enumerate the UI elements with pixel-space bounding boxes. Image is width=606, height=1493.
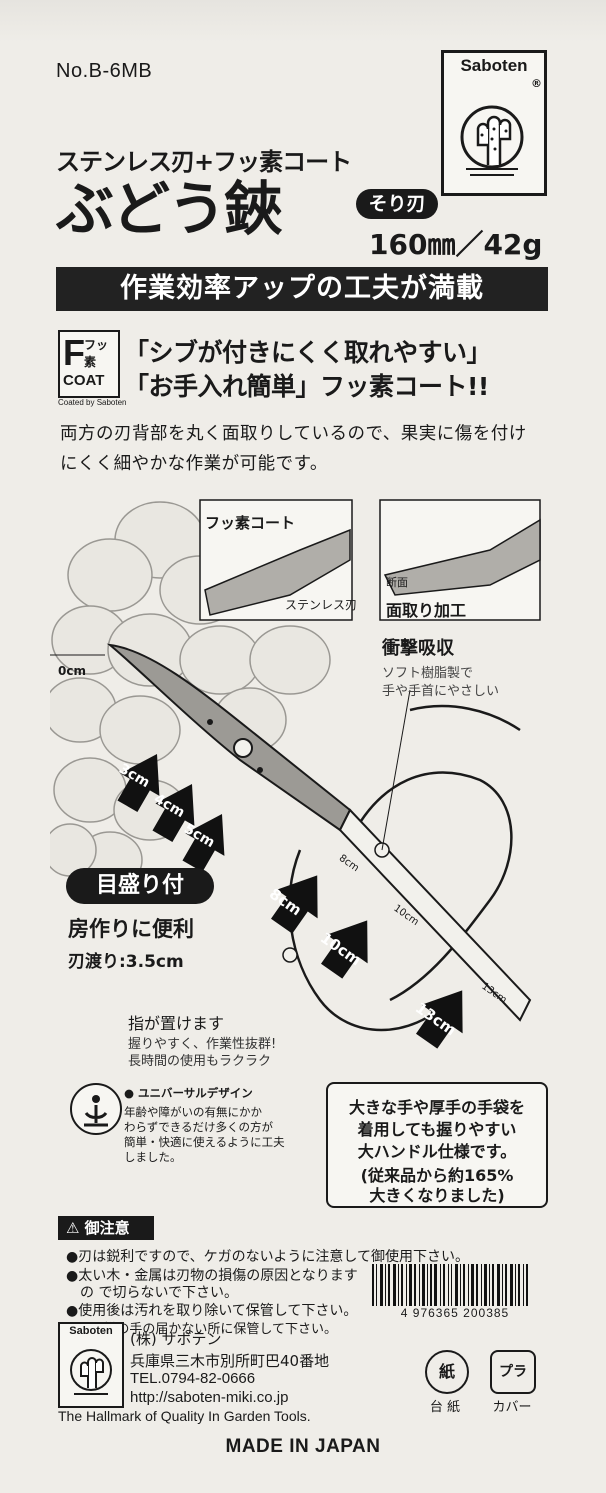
big-handle-line-1: 大きな手や厚手の手袋を: [348, 1098, 525, 1117]
shears-illustration: [50, 499, 541, 1049]
paper-recycle-icon: 紙: [425, 1350, 469, 1394]
claim-line-2: 「お手入れ簡単」フッ素コート!!: [124, 372, 489, 401]
caution-item-3: ●使用後は汚れを取り除いて保管して下さい。: [66, 1303, 358, 1319]
fluorine-coat-mark: F フッ素 COAT: [58, 330, 120, 398]
universal-design-line-1: 年齢や障がいの有無にかか: [124, 1105, 262, 1119]
shock-absorb-line-1: ソフト樹脂製で: [382, 666, 474, 681]
company-tel: TEL.0794-82-0666: [130, 1370, 256, 1387]
inset-chamfer-label: 面取り加工: [386, 601, 467, 620]
universal-design-line-2: わらずできるだけ多くの方が: [124, 1120, 274, 1134]
plastic-recycle-mark: プラ: [499, 1364, 527, 1380]
barcode-image: [372, 1264, 528, 1320]
company-logo-text: Saboten: [69, 1325, 113, 1337]
brand-logo: Saboten ®: [441, 50, 547, 196]
paper-recycle-mark: 紙: [438, 1362, 455, 1381]
inset-fluorine-label: フッ素コート: [205, 514, 296, 532]
fcoat-small-label: フッ素: [84, 338, 109, 369]
caution-item-2: ●太い木・金属は刃物の損傷の原因となります: [66, 1268, 358, 1284]
company-hallmark: The Hallmark of Quality In Garden Tools.: [58, 1408, 311, 1424]
plastic-recycle-icon: プラ: [490, 1350, 536, 1394]
coated-by-label: Coated by Saboten: [58, 398, 127, 407]
inset-section-label: 断面: [386, 576, 408, 589]
product-spec: 160㎜／42g: [369, 228, 543, 261]
brand-name: Saboten: [460, 56, 528, 75]
caution-item-1: ●刃は鋭利ですので、ケガのないように注意して御使用下さい。: [66, 1249, 469, 1265]
blade-length-label: 刃渡り:3.5cm: [68, 952, 184, 972]
cactus-icon: [70, 1349, 112, 1395]
graduation-title: 房作りに便利: [68, 917, 194, 941]
product-subtitle: ステンレス刃+フッ素コート: [56, 148, 352, 176]
zero-cm-mark: 0cm: [58, 664, 86, 678]
company-name: (株) サボテン: [130, 1330, 222, 1348]
description-line-1: 両方の刃背部を丸く面取りしているので、果実に傷を付け: [60, 424, 527, 444]
caution-item-4: ●お子様の手の届かない所に保管して下さい。: [66, 1322, 337, 1337]
barcode-number: 4 976365 200385: [370, 1306, 540, 1320]
blade-type-badge: そり刃: [356, 189, 438, 219]
caution-item-2-cont: の で切らないで下さい。: [66, 1285, 239, 1301]
caution-title: ⚠ 御注意: [58, 1216, 154, 1240]
universal-design-title: ● ユニバーサルデザイン: [124, 1086, 253, 1100]
universal-design-line-4: しました。: [124, 1150, 182, 1164]
product-title: ぶどう鋏: [56, 175, 282, 243]
registered-mark: ®: [531, 77, 542, 90]
universal-design-line-3: 簡単・快適に使えるように工夫: [124, 1135, 285, 1149]
company-url: http://saboten-miki.co.jp: [130, 1389, 289, 1406]
universal-design-icon: [70, 1083, 122, 1135]
shock-absorb-title: 衝撃吸収: [382, 638, 454, 659]
fcoat-letter: F: [63, 332, 85, 373]
shock-absorb-line-2: 手や手首にやさしい: [382, 684, 500, 699]
big-handle-line-4: (従来品から約165%: [360, 1166, 514, 1185]
claim-line-1: 「シブが付きにくく取れやすい」: [124, 338, 492, 367]
big-handle-line-2: 着用しても握りやすい: [357, 1120, 517, 1139]
finger-rest-line-2: 長時間の使用もラクラク: [128, 1054, 272, 1069]
finger-rest-line-1: 握りやすく、作業性抜群!: [128, 1037, 277, 1052]
graduation-badge: 目盛り付: [66, 868, 214, 904]
company-address: 兵庫県三木市別所町巴40番地: [130, 1352, 330, 1370]
paper-recycle-label: 台 紙: [429, 1400, 461, 1415]
cactus-icon: [460, 105, 524, 176]
made-in-label: MADE IN JAPAN: [225, 1436, 381, 1457]
fcoat-coat-label: COAT: [63, 372, 105, 389]
inset-stainless-label: ステンレス刃: [285, 598, 358, 612]
big-handle-box: 大きな手や厚手の手袋を 着用しても握りやすい 大ハンドル仕様です。 (従来品から…: [326, 1082, 548, 1208]
big-handle-line-5: 大きくなりました): [369, 1186, 505, 1205]
big-handle-line-3: 大ハンドル仕様です。: [357, 1142, 517, 1161]
finger-rest-title: 指が置けます: [128, 1014, 225, 1033]
company-logo: Saboten: [58, 1322, 124, 1408]
feature-banner: 作業効率アップの工夫が満載: [56, 267, 548, 311]
description-line-2: にくく細やかな作業が可能です。: [60, 454, 328, 474]
plastic-recycle-label: カバー: [492, 1400, 532, 1415]
product-sku: No.B-6MB: [56, 60, 153, 82]
